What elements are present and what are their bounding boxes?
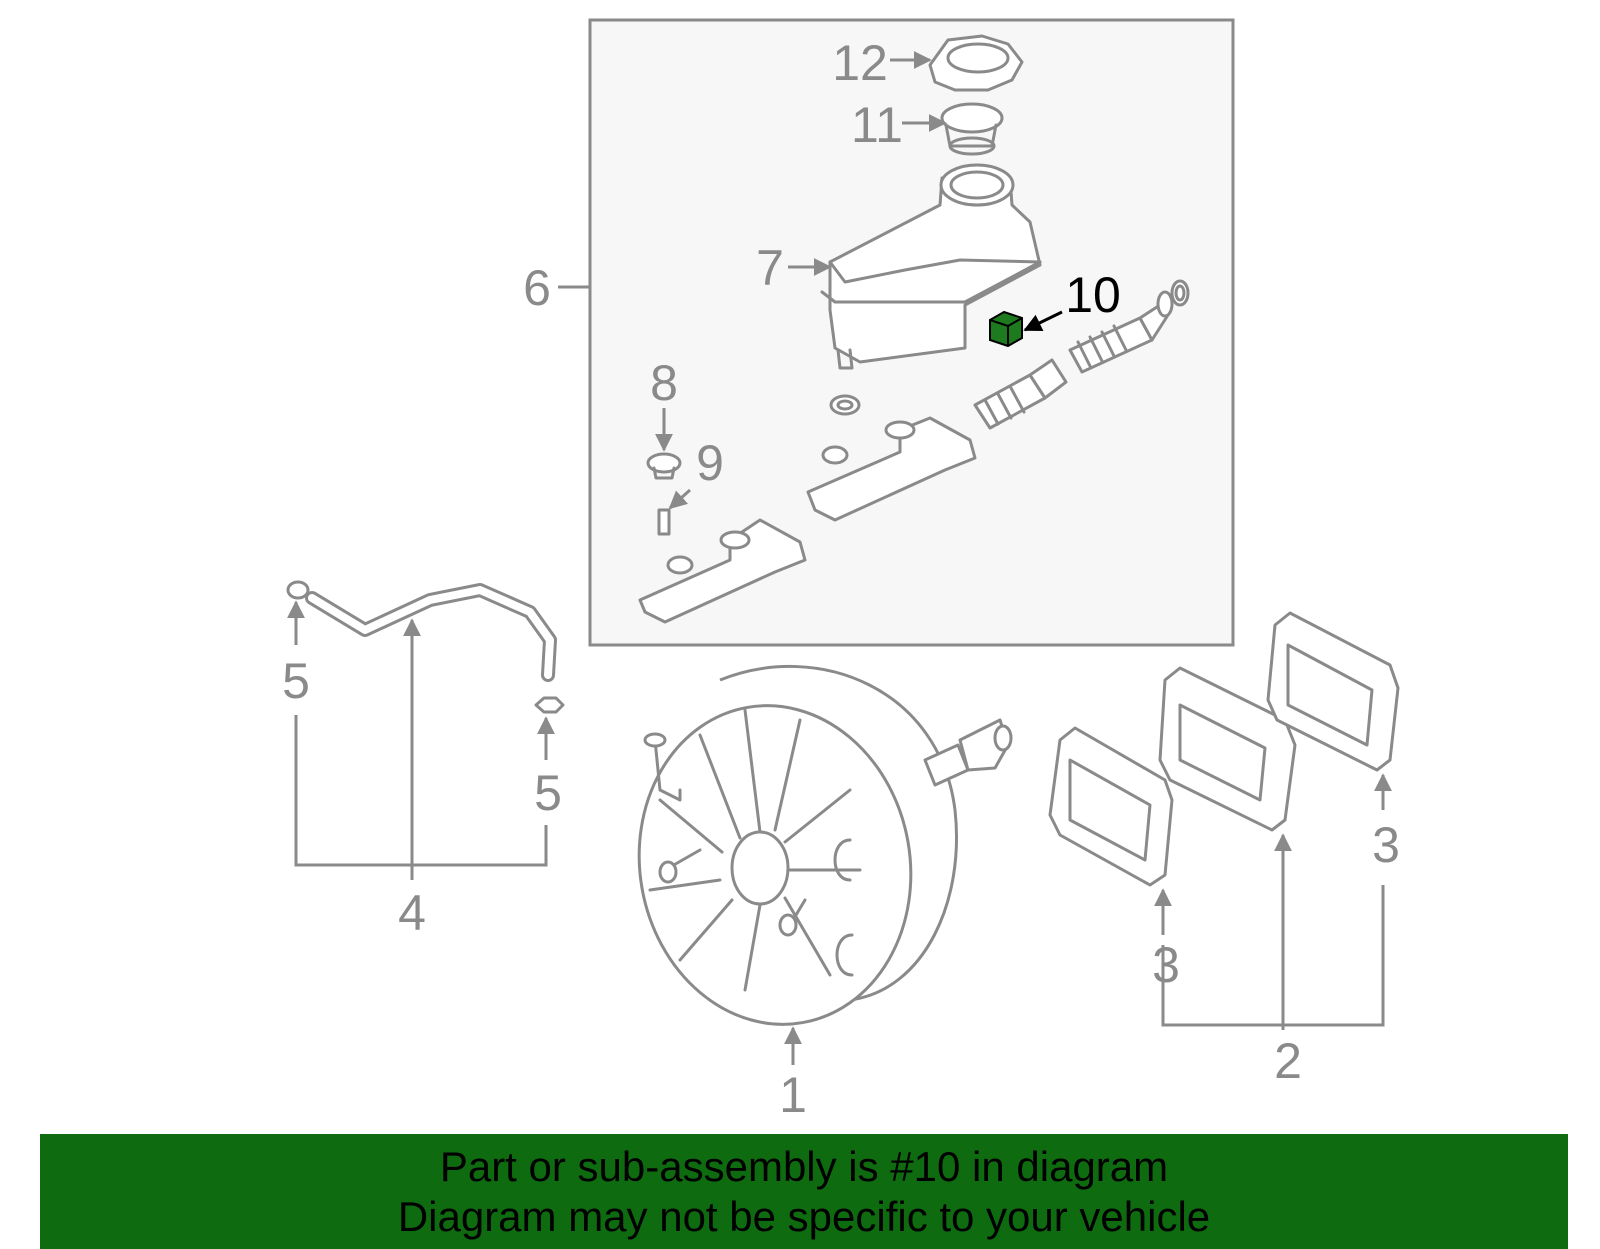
callout-5-upper: 5 bbox=[282, 653, 310, 709]
part-3-gasket-left bbox=[1048, 726, 1174, 887]
callout-9: 9 bbox=[696, 435, 724, 491]
callout-4: 4 bbox=[398, 885, 426, 941]
part-11-cap-seal bbox=[940, 102, 1004, 156]
part-12-reservoir-cap bbox=[928, 34, 1024, 92]
master-cylinder-body-upper bbox=[806, 394, 977, 522]
callout-1: 1 bbox=[779, 1067, 807, 1123]
master-cylinder-body-lower bbox=[638, 518, 807, 624]
callout-6: 6 bbox=[523, 260, 551, 316]
callout-11: 11 bbox=[851, 97, 903, 153]
master-cylinder-pistons bbox=[973, 279, 1190, 430]
part-7-reservoir bbox=[820, 163, 1042, 370]
part-10-highlighted-grommet bbox=[989, 310, 1023, 348]
banner-line-disclaimer: Diagram may not be specific to your vehi… bbox=[397, 1192, 1211, 1240]
leader-4-bracket bbox=[294, 715, 548, 867]
banner-line-part-number: Part or sub-assembly is #10 in diagram bbox=[439, 1142, 1169, 1190]
callout-2: 2 bbox=[1274, 1033, 1302, 1089]
part-1-brake-booster bbox=[637, 665, 1013, 1026]
callout-12: 12 bbox=[832, 35, 888, 91]
part-2-spacer-plate bbox=[1158, 666, 1297, 832]
leader-9 bbox=[668, 488, 692, 510]
part-4-vacuum-hose bbox=[305, 583, 557, 682]
callout-8: 8 bbox=[650, 355, 678, 411]
part-8-grommet bbox=[646, 452, 682, 480]
leader-10 bbox=[1023, 310, 1063, 332]
callout-7: 7 bbox=[756, 240, 784, 296]
callout-3-right: 3 bbox=[1372, 817, 1400, 873]
part-3-gasket-right bbox=[1266, 611, 1400, 772]
info-banner: Part or sub-assembly is #10 in diagram D… bbox=[40, 1134, 1568, 1249]
callout-10: 10 bbox=[1065, 267, 1121, 323]
leader-2-bracket bbox=[1161, 885, 1385, 1027]
part-5-clamp-upper bbox=[286, 580, 310, 600]
part-5-clamp-lower bbox=[534, 696, 565, 714]
part-9-pin bbox=[657, 508, 671, 536]
callout-5-lower: 5 bbox=[534, 765, 562, 821]
callout-3-left: 3 bbox=[1152, 937, 1180, 993]
